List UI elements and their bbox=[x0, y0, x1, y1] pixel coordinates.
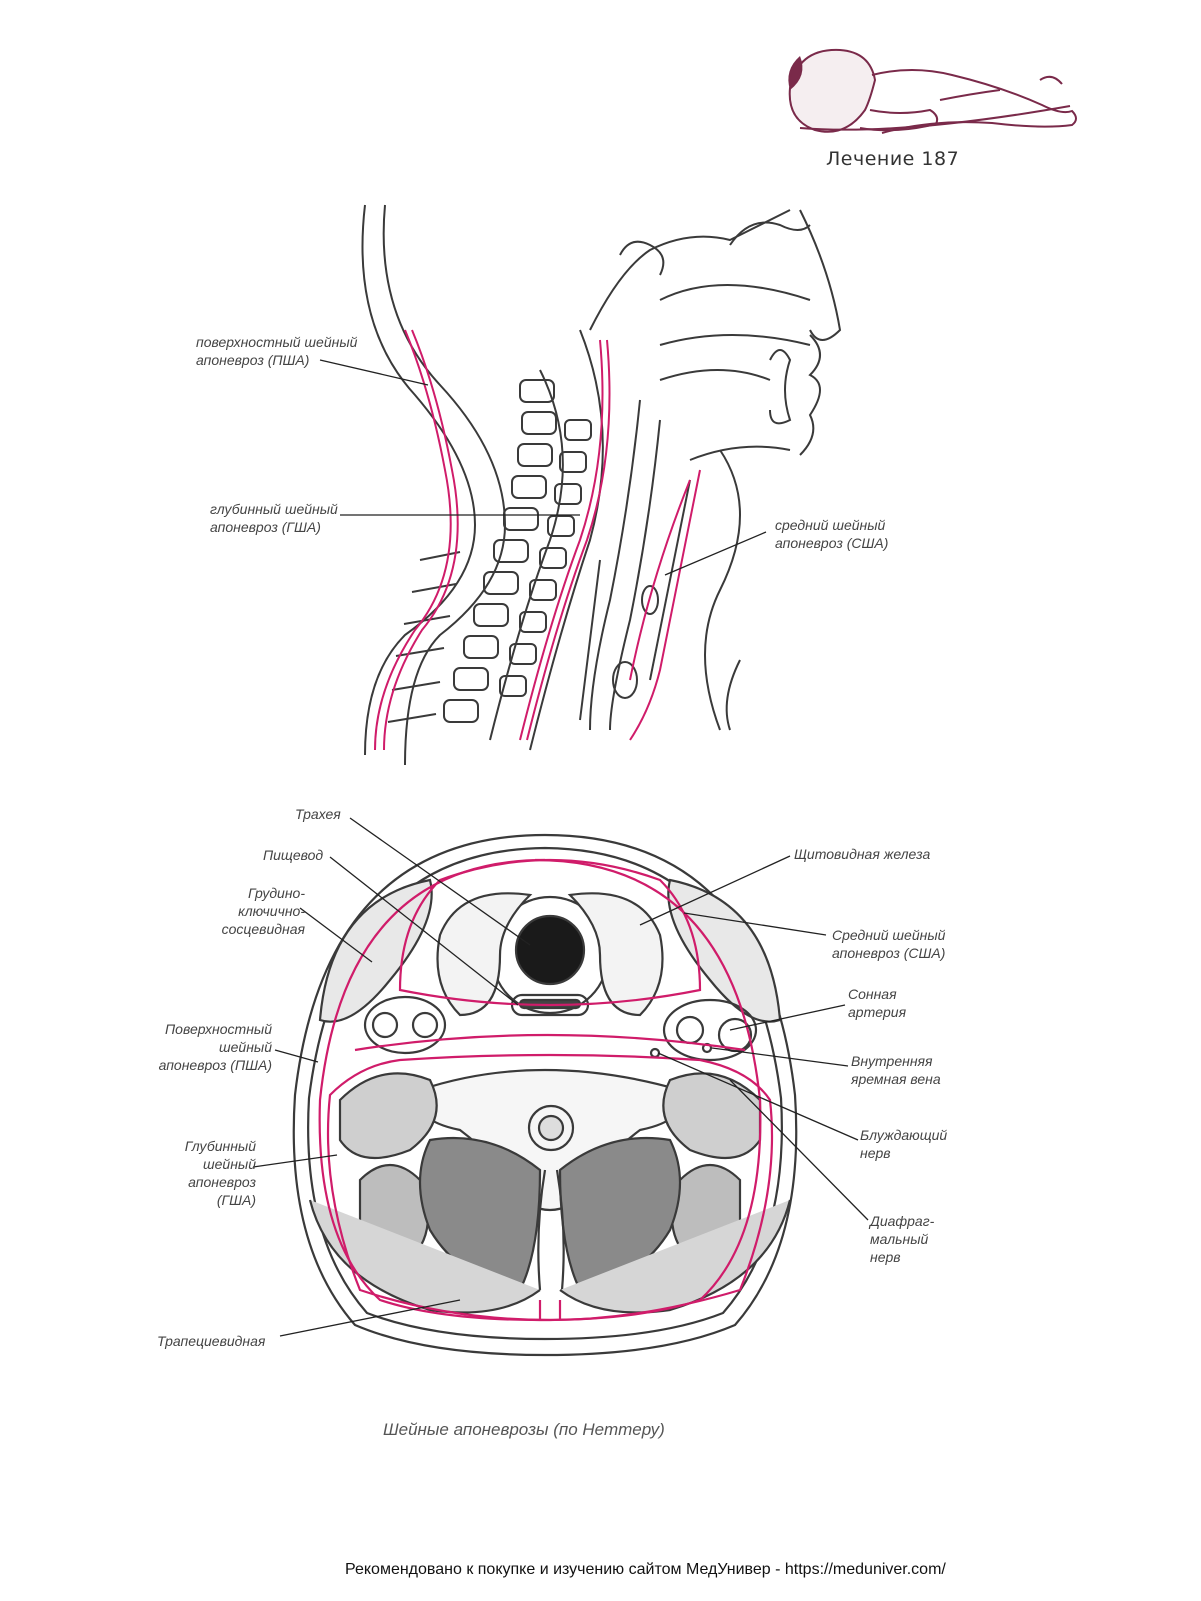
label-deep-fascia-cross: Глубинный шейный апоневроз (ГША) bbox=[184, 1138, 256, 1208]
figure-caption: Шейные апоневрозы (по Неттеру) bbox=[383, 1420, 665, 1439]
page-number-label: Лечение 187 bbox=[826, 148, 960, 170]
label-trapezius: Трапециевидная bbox=[157, 1333, 266, 1349]
cervical-vertebrae bbox=[443, 379, 592, 723]
label-superficial-fascia-sagittal: поверхностный шейный апоневроз (ПША) bbox=[196, 334, 358, 368]
label-esophagus: Пищевод bbox=[263, 847, 324, 863]
footer-recommendation: Рекомендовано к покупке и изучению сайто… bbox=[345, 1561, 946, 1578]
label-thyroid: Щитовидная железа bbox=[794, 846, 931, 862]
label-deep-fascia-sagittal: глубинный шейный апоневроз (ГША) bbox=[210, 501, 338, 535]
label-internal-jugular-vein: Внутренняя яремная вена bbox=[851, 1053, 941, 1087]
label-vagus-nerve: Блуждающий нерв bbox=[860, 1127, 948, 1161]
label-phrenic-nerve: Диафраг- мальный нерв bbox=[870, 1213, 935, 1265]
label-carotid-artery: Сонная артерия bbox=[848, 986, 907, 1020]
label-superficial-fascia-cross: Поверхностный шейный апоневроз (ПША) bbox=[158, 1021, 272, 1073]
label-trachea: Трахея bbox=[295, 806, 341, 822]
label-sternocleidomastoid: Грудино- ключично- сосцевидная bbox=[221, 885, 305, 937]
label-middle-fascia-cross: Средний шейный апоневроз (США) bbox=[832, 927, 946, 961]
label-middle-fascia-sagittal: средний шейный апоневроз (США) bbox=[775, 517, 889, 551]
